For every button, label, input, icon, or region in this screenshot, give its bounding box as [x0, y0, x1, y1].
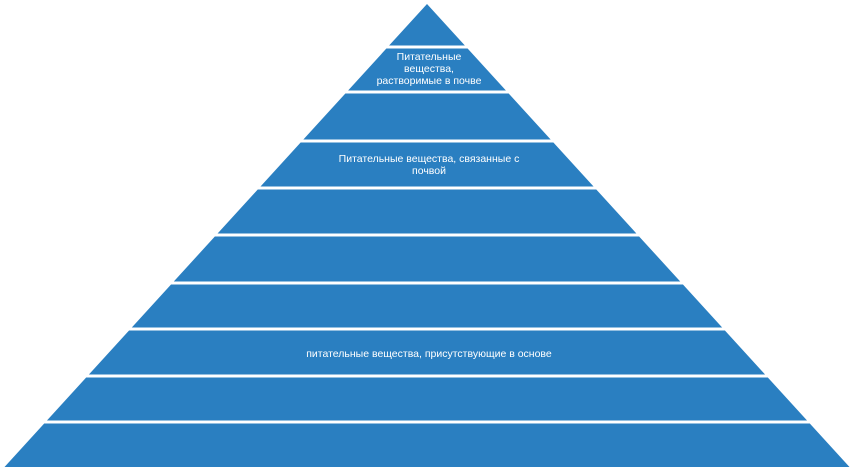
- label-base-nutrients: питательные вещества, присутствующие в о…: [306, 348, 552, 360]
- level-divider-1: [383, 45, 471, 49]
- level-divider-4: [255, 186, 599, 190]
- level-divider-7: [126, 327, 728, 331]
- level-divider-3: [297, 139, 557, 143]
- level-divider-2: [342, 90, 512, 94]
- label-soluble-nutrients: Питательные вещества, растворимые в почв…: [376, 51, 482, 87]
- label-bound-nutrients: Питательные вещества, связанные с почвой: [338, 153, 520, 177]
- level-divider-9: [41, 420, 813, 424]
- level-divider-8: [83, 374, 771, 378]
- level-divider-5: [212, 233, 642, 237]
- level-divider-6: [168, 281, 686, 285]
